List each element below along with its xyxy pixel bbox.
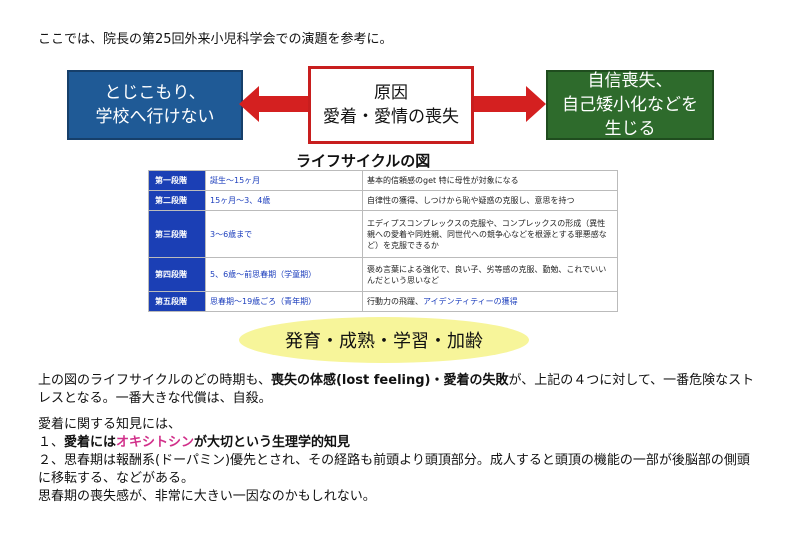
age-cell: 思春期〜19歳ごろ（青年期） bbox=[205, 291, 363, 312]
age-cell: 5、6歳〜前思春期（学童期） bbox=[205, 257, 363, 292]
table-row: 第一段階 誕生〜15ヶ月 基本的信頼感のget 特に母性が対象になる bbox=[148, 170, 618, 191]
table-row: 第二段階 15ヶ月〜3、4歳 自律性の獲得、しつけから恥や疑惑の克服し、意思を持… bbox=[148, 189, 618, 211]
stage-cell: 第五段階 bbox=[148, 291, 206, 312]
effect-box-line: 学校へ行けない bbox=[95, 107, 215, 127]
intro-text: ここでは、院長の第25回外来小児科学会での演題を参考に。 bbox=[38, 32, 393, 47]
findings-line: １、愛着にはオキシトシンが大切という生理学的知見 bbox=[38, 434, 758, 452]
desc-cell: エディプスコンプレックスの克服や、コンプレックスの形成（異性親への愛着や同姓親、… bbox=[362, 209, 618, 259]
table-row: 第四段階 5、6歳〜前思春期（学童期） 褒め言葉による強化で、良い子、劣等感の克… bbox=[148, 257, 618, 292]
paragraph-findings: 愛着に関する知見には、 １、愛着にはオキシトシンが大切という生理学的知見 ２、思… bbox=[38, 416, 758, 506]
findings-bold: 愛着には bbox=[64, 435, 117, 450]
stage-cell: 第二段階 bbox=[148, 189, 206, 211]
paragraph-risk: 上の図のライフサイクルのどの時期も、喪失の体感(lost feeling)・愛着… bbox=[38, 372, 758, 408]
findings-bold: が大切という生理学的知見 bbox=[194, 435, 351, 450]
paragraph-text: が、上記の４つに対して、一番危険なストレスとなる。一番大きな代償は、自殺。 bbox=[38, 373, 755, 406]
stage-cell: 第四段階 bbox=[148, 257, 206, 292]
oxytocin-highlight: オキシトシン bbox=[116, 435, 195, 450]
effect-box-line: 生じる bbox=[604, 119, 656, 139]
effect-box-withdrawal: とじこもり、 学校へ行けない bbox=[67, 70, 243, 140]
effect-box-line: 自信喪失、 bbox=[587, 71, 673, 91]
desc-cell: 自律性の獲得、しつけから恥や疑惑の克服し、意思を持つ bbox=[362, 189, 618, 211]
age-cell: 誕生〜15ヶ月 bbox=[205, 170, 363, 191]
findings-line: 愛着に関する知見には、 bbox=[38, 417, 182, 432]
effect-box-line: とじこもり、 bbox=[104, 83, 206, 103]
table-row: 第三段階 3〜6歳まで エディプスコンプレックスの克服や、コンプレックスの形成（… bbox=[148, 209, 618, 259]
desc-cell: 褒め言葉による強化で、良い子、劣等感の克服、勤勉、これでいいんだという思いなど bbox=[362, 257, 618, 292]
development-ellipse: 発育・成熟・学習・加齢 bbox=[239, 317, 529, 363]
right-arrow-icon bbox=[474, 86, 546, 122]
findings-text: １、 bbox=[38, 435, 65, 450]
lifecycle-title: ライフサイクルの図 bbox=[296, 152, 431, 170]
paragraph-bold: 喪失の体感(lost feeling)・愛着の失敗 bbox=[270, 373, 509, 388]
stage-cell: 第一段階 bbox=[148, 170, 206, 191]
left-arrow-icon bbox=[239, 86, 309, 122]
table-row: 第五段階 思春期〜19歳ごろ（青年期） 行動力の飛躍、アイデンティティーの獲得 bbox=[148, 291, 618, 312]
cause-box-line: 愛着・愛情の喪失 bbox=[323, 107, 459, 127]
desc-text: 行動力の飛躍、 bbox=[367, 297, 423, 306]
cause-box-line: 原因 bbox=[374, 83, 408, 103]
paragraph-text: 上の図のライフサイクルのどの時期も、 bbox=[38, 373, 271, 388]
lifecycle-table: 第一段階 誕生〜15ヶ月 基本的信頼感のget 特に母性が対象になる 第二段階 … bbox=[148, 170, 618, 312]
cause-box: 原因 愛着・愛情の喪失 bbox=[308, 66, 474, 144]
desc-cell: 基本的信頼感のget 特に母性が対象になる bbox=[362, 170, 618, 191]
stage-cell: 第三段階 bbox=[148, 209, 206, 259]
desc-highlight: アイデンティティーの獲得 bbox=[423, 297, 518, 306]
findings-line: ２、思春期は報酬系(ドーパミン)優先とされ、その経路も前頭より頭頂部分。成人する… bbox=[38, 453, 750, 486]
age-cell: 3〜6歳まで bbox=[205, 209, 363, 259]
findings-line: 思春期の喪失感が、非常に大きい一因なのかもしれない。 bbox=[38, 489, 376, 504]
effect-box-line: 自己矮小化などを bbox=[562, 95, 698, 115]
desc-cell: 行動力の飛躍、アイデンティティーの獲得 bbox=[362, 291, 618, 312]
effect-box-confidence: 自信喪失、 自己矮小化などを 生じる bbox=[546, 70, 714, 140]
age-cell: 15ヶ月〜3、4歳 bbox=[205, 189, 363, 211]
